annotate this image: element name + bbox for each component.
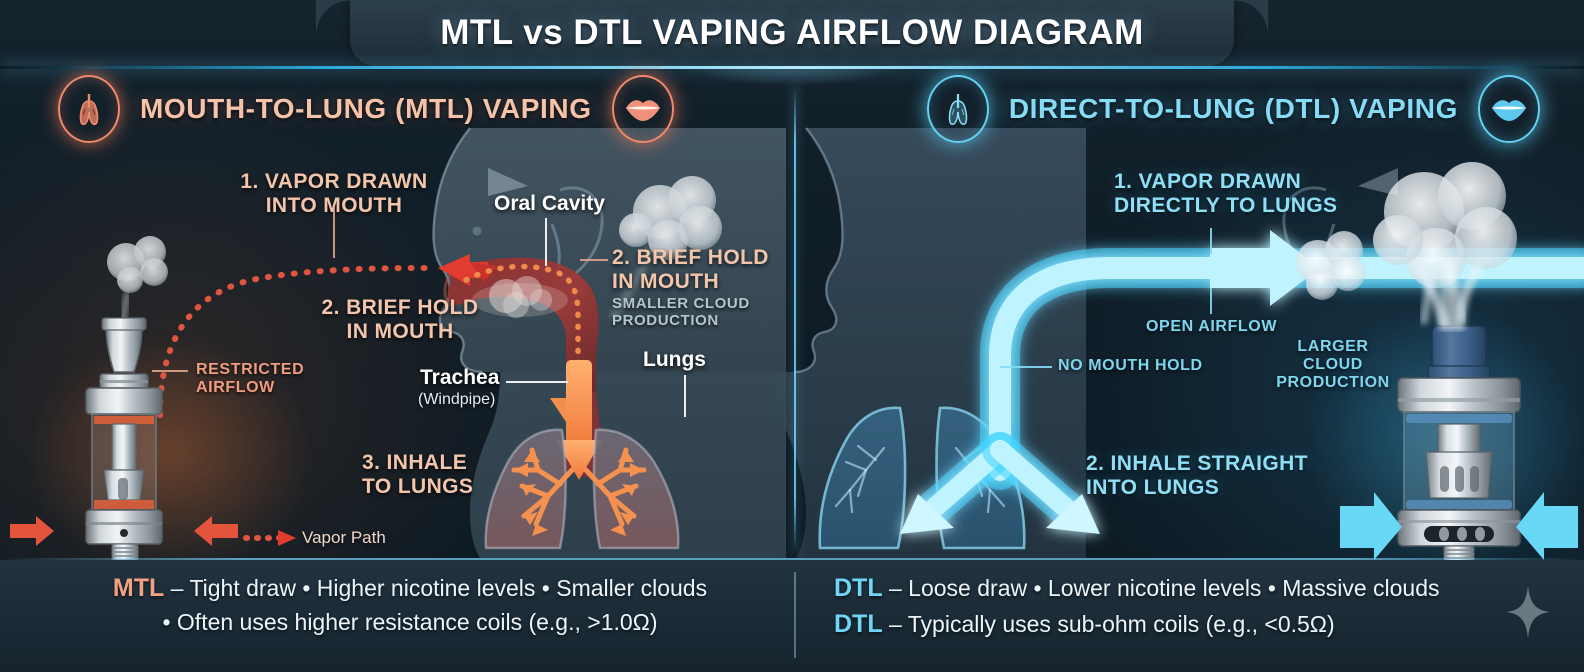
mtl-step-2-outer-label: 2. BRIEF HOLD IN MOUTH (321, 296, 479, 343)
mtl-step-1-leader (333, 206, 335, 258)
mtl-trachea-arrow (556, 360, 602, 480)
dtl-step-1-leader-top (1210, 228, 1212, 254)
title-bar: MTL vs DTL VAPING AIRFLOW DIAGRAM (350, 0, 1268, 66)
mtl-step-1-label: 1. VAPOR DRAWN INTO MOUTH (240, 170, 428, 217)
dtl-panel-header: DIRECT-TO-LUNG (DTL) VAPING (840, 75, 1540, 143)
mtl-summary-line-2: • Often uses higher resistance coils (e.… (162, 609, 658, 636)
mtl-panel-header: MOUTH-TO-LUNG (MTL) VAPING (58, 75, 758, 143)
mtl-lungs-leader (684, 375, 686, 417)
dtl-no-mouth-hold-leader (1000, 366, 1052, 368)
mtl-summary-text-1: – Tight draw • Higher nicotine levels • … (164, 575, 708, 601)
mtl-lungs (484, 428, 680, 550)
dtl-step-1-leader-bottom (1210, 288, 1212, 314)
mtl-step-2-inner-label: 2. BRIEF HOLD IN MOUTH (612, 246, 769, 293)
sparkle-icon (1506, 586, 1550, 638)
mtl-oral-cavity-label: Oral Cavity (494, 192, 605, 215)
mtl-restricted-airflow-label: RESTRICTED AIRFLOW (196, 361, 305, 396)
panel-divider (794, 84, 796, 554)
dtl-larger-cloud-label: LARGER CLOUD PRODUCTION (1276, 338, 1390, 391)
mtl-step-2-leader (580, 259, 608, 261)
mtl-summary: MTL – Tight draw • Higher nicotine level… (40, 570, 780, 640)
vapor-path-legend-label: Vapor Path (302, 528, 386, 547)
mtl-step-3-label: 3. INHALE TO LUNGS (362, 451, 474, 498)
dtl-heading: DIRECT-TO-LUNG (DTL) VAPING (1008, 93, 1458, 124)
dtl-summary-line-2: DTL – Typically uses sub-ohm coils (e.g.… (834, 606, 1550, 642)
mtl-summary-line-1: MTL – Tight draw • Higher nicotine level… (40, 570, 780, 606)
mtl-oral-cavity-leader (545, 218, 547, 266)
mtl-trachea-label: Trachea (420, 366, 500, 389)
mtl-lungs-label: Lungs (643, 348, 706, 371)
footer (0, 560, 1584, 672)
mtl-bronchiole-arrowheads (514, 450, 644, 536)
dtl-lungs (818, 406, 1026, 550)
lungs-icon (58, 75, 120, 143)
footer-separator (0, 558, 1584, 560)
mtl-trachea-leader (506, 381, 568, 383)
mtl-heading: MOUTH-TO-LUNG (MTL) VAPING (140, 93, 592, 124)
footer-divider (794, 572, 796, 658)
lungs-icon (926, 75, 989, 143)
dtl-open-airflow-label: OPEN AIRFLOW (1146, 318, 1278, 335)
dtl-no-mouth-hold-label: NO MOUTH HOLD (1058, 357, 1203, 374)
mtl-restricted-airflow-leader (152, 370, 188, 372)
dtl-step-1-label: 1. VAPOR DRAWN DIRECTLY TO LUNGS (1114, 170, 1338, 217)
dtl-summary-line-1: DTL – Loose draw • Lower nicotine levels… (834, 570, 1550, 606)
dtl-summary-text-1: – Loose draw • Lower nicotine levels • M… (882, 575, 1440, 601)
header-accent-line (0, 66, 1584, 69)
lips-icon (611, 75, 674, 143)
dtl-exhale-cloud-small (1296, 231, 1365, 300)
dtl-tag-1: DTL (834, 574, 883, 602)
dtl-summary-text-2: – Typically uses sub-ohm coils (e.g., <0… (882, 611, 1335, 638)
mtl-smaller-cloud-sublabel: SMALLER CLOUD PRODUCTION (612, 295, 750, 329)
page-title: MTL vs DTL VAPING AIRFLOW DIAGRAM (440, 13, 1144, 52)
mtl-throat-arrowhead (550, 398, 590, 428)
dtl-summary: DTL – Loose draw • Lower nicotine levels… (810, 570, 1550, 643)
lips-icon (1478, 75, 1540, 143)
dtl-tag-2: DTL (834, 610, 883, 639)
mtl-tag: MTL (112, 574, 165, 602)
dtl-step-2-label: 2. INHALE STRAIGHT INTO LUNGS (1086, 452, 1308, 499)
mtl-trachea-sublabel: (Windpipe) (418, 391, 496, 408)
mtl-mouth-inflow-arrow (438, 254, 498, 286)
